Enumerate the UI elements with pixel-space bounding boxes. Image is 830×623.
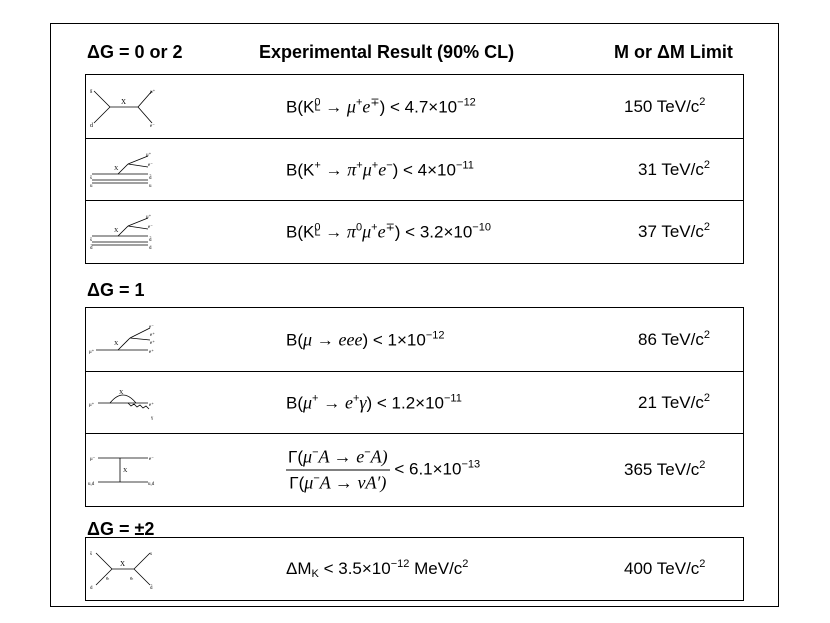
svg-text:gₓ: gₓ <box>130 575 134 580</box>
svg-text:e⁻: e⁻ <box>150 124 155 127</box>
svg-text:u,d: u,d <box>148 482 155 487</box>
table-row: X s̄ d s d̄ gₓ gₓ ΔMK < 3.5×10−12 MeV/c2… <box>86 538 743 600</box>
svg-text:X: X <box>114 228 119 234</box>
svg-text:e⁻: e⁻ <box>149 325 154 330</box>
result-mu-eee: B(μ → eee) < 1×10−12 <box>286 329 445 349</box>
svg-text:d: d <box>149 246 152 251</box>
svg-text:u: u <box>90 184 93 189</box>
limit-value: 37 TeV/c2 <box>638 221 710 242</box>
svg-text:e⁻: e⁻ <box>148 163 153 168</box>
table-delta-g-1: X μ⁺ e⁻ e⁺ e⁺ e⁺ B(μ → eee) < 1×10−12 86… <box>85 307 744 507</box>
limit-value: 400 TeV/c2 <box>624 558 706 579</box>
svg-text:d̄: d̄ <box>150 585 153 589</box>
svg-text:X: X <box>120 560 125 568</box>
svg-text:d: d <box>90 586 93 589</box>
svg-text:s̄: s̄ <box>90 88 93 94</box>
svg-text:X: X <box>121 98 126 106</box>
svg-text:s: s <box>150 552 152 557</box>
result-mu-e-gamma: B(μ+ → e+γ) < 1.2×10−11 <box>286 392 462 413</box>
svg-text:e⁺: e⁺ <box>150 332 155 338</box>
svg-text:d̄: d̄ <box>149 175 152 181</box>
svg-text:X: X <box>119 390 124 396</box>
svg-text:d: d <box>90 123 93 127</box>
svg-text:gₓ: gₓ <box>106 575 110 580</box>
svg-text:γ: γ <box>151 416 154 421</box>
svg-text:s̄: s̄ <box>90 552 92 557</box>
svg-text:μ⁺: μ⁺ <box>146 214 152 220</box>
kaon-mass-difference-diagram: X s̄ d s d̄ gₓ gₓ <box>90 552 153 589</box>
table-row: X μ⁺ e⁺ γ B(μ+ → e+γ) < 1.2×10−11 21 TeV… <box>86 371 743 434</box>
section-title-delta-g-pm2: ΔG = ±2 <box>87 519 155 539</box>
header-experimental-result: Experimental Result (90% CL) <box>259 42 515 62</box>
svg-text:X: X <box>114 166 119 172</box>
kl-to-pi0-mu-e-diagram: X μ⁺ e⁻ s̄ d̄ d̄ d <box>90 214 153 251</box>
svg-text:e⁺: e⁺ <box>149 402 154 408</box>
svg-text:e⁻: e⁻ <box>149 457 154 462</box>
svg-text:u: u <box>149 184 152 189</box>
result-mu-e-conversion: Γ(μ−A → e−A) Γ(μ−A → νA′) < 6.1×10−13 <box>286 446 481 493</box>
svg-text:μ⁺: μ⁺ <box>150 89 156 95</box>
mu-to-e-gamma-diagram: X μ⁺ e⁺ γ <box>89 390 154 421</box>
mu-to-eee-diagram: X μ⁺ e⁻ e⁺ e⁺ e⁺ <box>89 325 155 355</box>
svg-text:d̄: d̄ <box>149 237 152 243</box>
kaon-to-pi-mu-e-diagram: X μ⁺ e⁻ s̄ u d̄ u <box>90 152 153 189</box>
svg-text:s̄: s̄ <box>90 176 92 181</box>
svg-text:μ⁻: μ⁻ <box>90 457 96 462</box>
svg-text:X: X <box>123 468 128 474</box>
limit-value: 31 TeV/c2 <box>638 159 710 180</box>
svg-text:X: X <box>114 341 119 347</box>
limit-value: 21 TeV/c2 <box>638 392 710 413</box>
svg-text:μ⁺: μ⁺ <box>146 152 152 158</box>
svg-text:e⁺: e⁺ <box>149 349 154 355</box>
svg-text:s̄: s̄ <box>90 238 92 243</box>
table-row: X μ⁺ e⁻ e⁺ e⁺ e⁺ B(μ → eee) < 1×10−12 86… <box>86 308 743 371</box>
result-delta-mk: ΔMK < 3.5×10−12 MeV/c2 <box>286 558 469 580</box>
limit-value: 86 TeV/c2 <box>638 328 710 349</box>
svg-text:d̄: d̄ <box>90 245 93 251</box>
svg-text:e⁺: e⁺ <box>150 340 155 346</box>
header-mass-limit: M or ΔM Limit <box>614 42 733 62</box>
mu-e-conversion-diagram: X μ⁻ e⁻ u,d u,d <box>88 457 155 487</box>
svg-text:μ⁺: μ⁺ <box>89 402 95 408</box>
result-k-pi-mu-e: B(K+ → π+μ+e−) < 4×10−11 <box>286 159 474 180</box>
limit-value: 365 TeV/c2 <box>624 459 706 480</box>
table-row: X μ⁺ e⁻ s̄ u d̄ u B(K+ → π+μ+e−) < 4×10−… <box>86 138 743 201</box>
svg-text:e⁻: e⁻ <box>148 225 153 230</box>
results-table-frame: ΔG = 0 or 2 Experimental Result (90% CL)… <box>50 23 779 607</box>
limit-value: 150 TeV/c2 <box>624 95 706 116</box>
s-d-to-mu-e-exchange-diagram: s̄ d X μ⁺ e⁻ <box>90 88 156 127</box>
svg-text:u,d: u,d <box>88 482 95 487</box>
section-title-delta-g-1: ΔG = 1 <box>87 280 145 300</box>
table-delta-g-pm2: X s̄ d s d̄ gₓ gₓ ΔMK < 3.5×10−12 MeV/c2… <box>85 537 744 601</box>
header-delta-g-0-or-2: ΔG = 0 or 2 <box>87 42 183 62</box>
table-row: X μ⁻ e⁻ u,d u,d Γ(μ−A → e−A) Γ(μ−A → νA′… <box>86 433 743 506</box>
svg-text:μ⁺: μ⁺ <box>89 349 95 355</box>
